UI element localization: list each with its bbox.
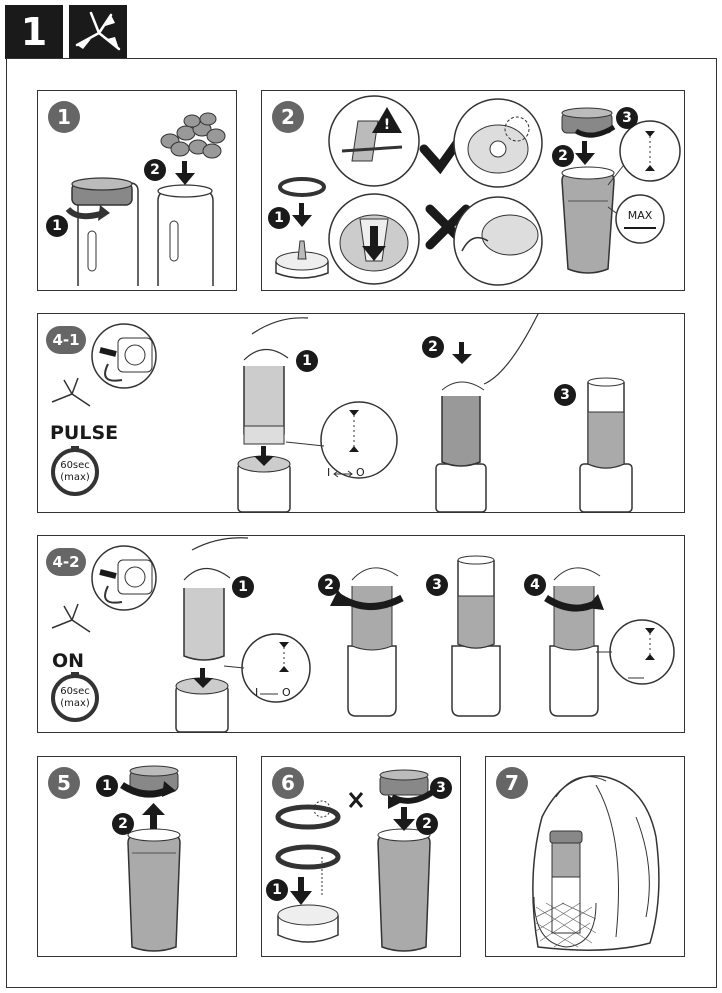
timer-note: (max) — [60, 472, 90, 483]
panel-step-4-2: 4-2 ON — [37, 535, 685, 733]
switch-on-label: I — [255, 686, 259, 699]
marker-1: 1 — [266, 879, 288, 901]
step-badge: 1 — [48, 101, 80, 133]
switch-on-label: I — [327, 466, 331, 479]
marker-2: 2 — [416, 813, 438, 835]
marker-2: 2 — [552, 145, 574, 167]
marker-1: 1 — [268, 207, 290, 229]
pulse-blend-illustration — [51, 313, 633, 513]
timer-value: 60sec — [60, 460, 90, 471]
mode-label: PULSE — [50, 422, 119, 444]
step-badge: 4-1 — [46, 326, 86, 354]
marker-2: 2 — [318, 574, 340, 596]
step-badge: 7 — [496, 767, 528, 799]
timer-value: 60sec — [60, 686, 90, 697]
step-number-box: 1 — [5, 5, 63, 59]
panel-step-6: 6 1 2 3 — [261, 756, 461, 957]
panel-step-4-1: 4-1 PULSE — [37, 313, 685, 513]
close-lid-illustration — [120, 765, 181, 952]
marker-1: 1 — [46, 215, 68, 237]
marker-3: 3 — [430, 777, 452, 799]
backpack-illustration — [532, 775, 660, 951]
panel-step-7: 7 — [485, 756, 685, 957]
instruction-frame — [6, 58, 717, 988]
timer-note: (max) — [60, 698, 90, 709]
blade-icon-box — [69, 5, 127, 59]
bottle-open-illustration — [65, 112, 226, 286]
assemble-seal-illustration — [275, 769, 436, 952]
marker-2: 2 — [422, 336, 444, 358]
marker-1: 1 — [96, 775, 118, 797]
continuous-blend-illustration — [51, 537, 675, 733]
blade-icon — [75, 11, 121, 51]
step-badge: 6 — [272, 767, 304, 799]
marker-4: 4 — [524, 574, 546, 596]
mode-label: ON — [52, 650, 85, 672]
blade-assembly-illustration: ! — [275, 95, 681, 286]
marker-2: 2 — [112, 813, 134, 835]
switch-off-label: O — [356, 466, 365, 479]
step-badge: 5 — [48, 767, 80, 799]
svg-text:!: ! — [384, 117, 390, 133]
max-label: MAX — [627, 209, 653, 222]
panel-step-5: 5 1 2 — [37, 756, 237, 957]
marker-3: 3 — [554, 384, 576, 406]
marker-3: 3 — [616, 107, 638, 129]
step-badge: 4-2 — [46, 548, 86, 576]
marker-3: 3 — [426, 574, 448, 596]
panel-step-2: 2 ! — [261, 90, 685, 291]
step-badge: 2 — [272, 101, 304, 133]
step-number: 1 — [20, 10, 48, 54]
panel-step-1: 1 1 2 — [37, 90, 237, 291]
marker-1: 1 — [296, 350, 318, 372]
switch-off-label: O — [282, 686, 291, 699]
marker-1: 1 — [232, 576, 254, 598]
marker-2: 2 — [144, 159, 166, 181]
